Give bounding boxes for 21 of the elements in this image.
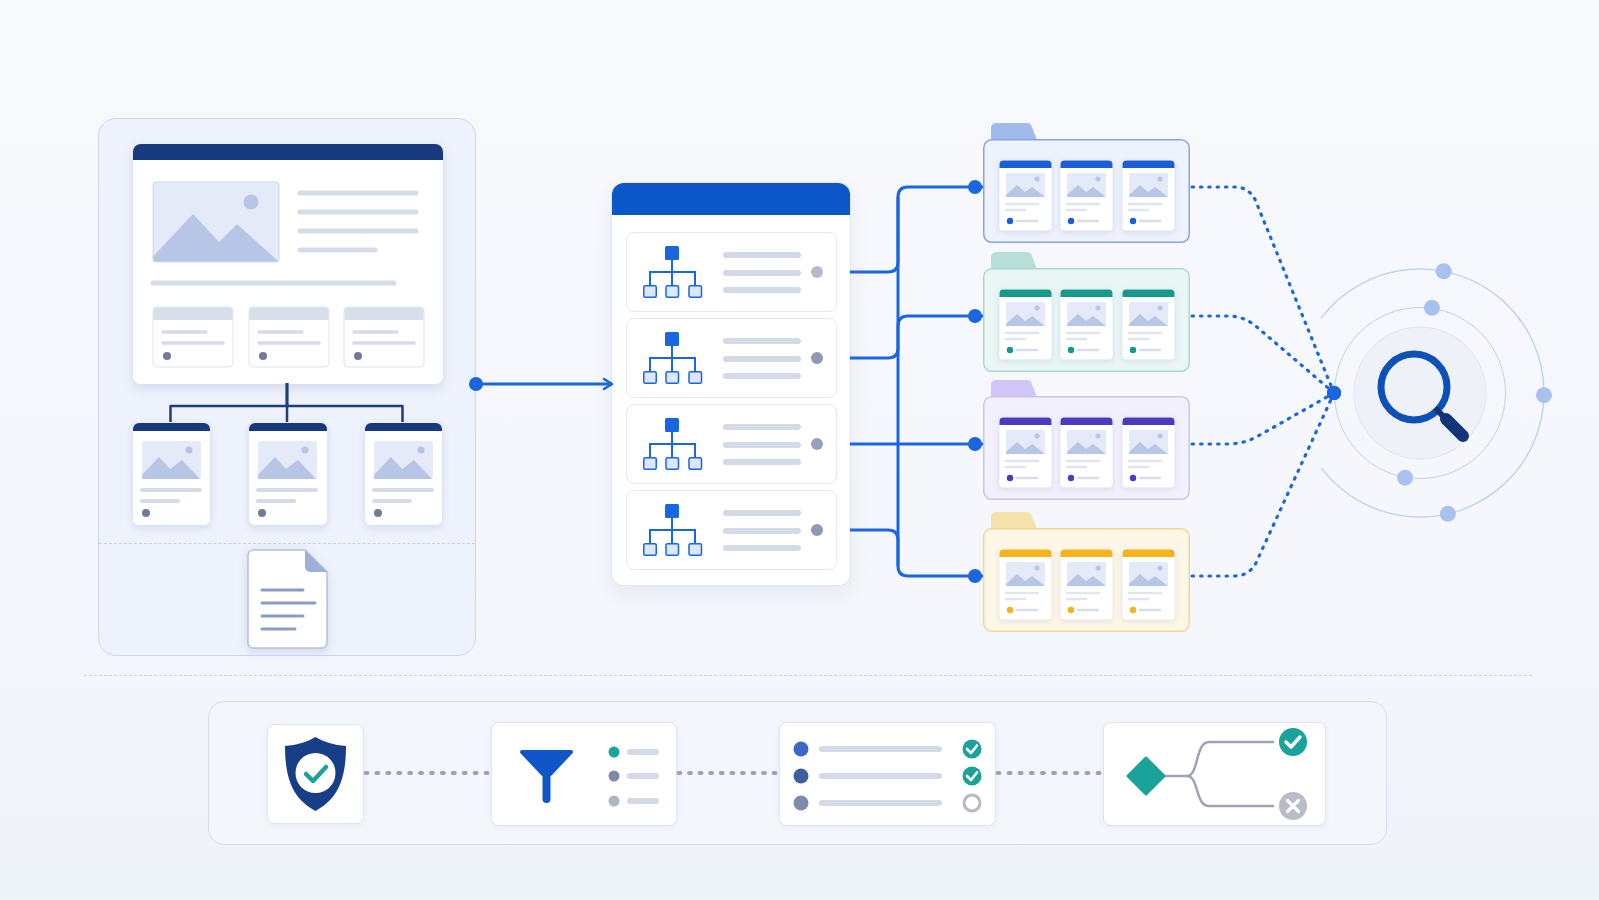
process-panel — [208, 701, 1387, 845]
step-card — [491, 722, 677, 826]
connector-line — [850, 180, 983, 274]
dotted-connector — [995, 771, 1102, 775]
arrow — [469, 377, 614, 391]
folder — [983, 123, 1190, 243]
dotted-connector — [676, 771, 778, 775]
connector-line — [850, 528, 983, 583]
connector-line — [850, 309, 983, 360]
step-card — [267, 724, 364, 824]
step-card — [779, 722, 996, 826]
step-card — [1103, 722, 1326, 826]
dotted-connector — [1190, 386, 1341, 578]
list-panel — [612, 183, 850, 585]
wireframe-panel — [98, 118, 476, 656]
connector-line — [850, 437, 983, 451]
folder — [983, 380, 1190, 500]
folder — [983, 512, 1190, 632]
connector-line — [285, 383, 404, 422]
folder — [983, 252, 1190, 372]
dotted-connector — [363, 771, 490, 775]
